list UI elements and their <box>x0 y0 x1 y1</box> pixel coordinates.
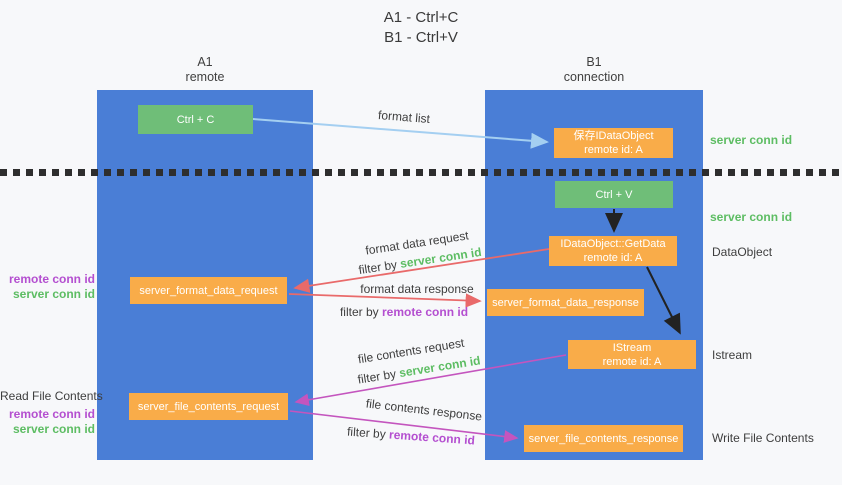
right-lane-title: B1 <box>586 55 602 69</box>
server-format-data-request-node: server_format_data_request <box>130 277 287 304</box>
istream-line1: IStream <box>612 341 652 354</box>
title-line-1: A1 - Ctrl+C <box>383 9 459 26</box>
file-contents-request-arrow <box>294 354 567 407</box>
left-lane-header: A1 remote <box>135 55 275 85</box>
server-conn-id-label-top-right: server conn id <box>710 133 793 147</box>
ctrl-c-node: Ctrl + C <box>138 105 253 134</box>
server-file-contents-response-label: server_file_contents_response <box>528 432 679 445</box>
server-format-data-request-label: server_format_data_request <box>139 284 278 297</box>
right-lane-header: B1 connection <box>524 55 664 85</box>
conn-id-stack-top-left: remote conn id server conn id <box>0 272 95 302</box>
session-divider-dotted-line <box>0 169 842 176</box>
ctrl-v-label: Ctrl + V <box>595 188 633 201</box>
server-conn-id-label-mid-right: server conn id <box>710 210 793 224</box>
server-format-data-response-label: server_format_data_response <box>492 296 639 309</box>
left-lane-title: A1 <box>197 55 213 69</box>
remote-conn-id-label-bottom-left: remote conn id <box>8 407 95 421</box>
server-file-contents-request-label: server_file_contents_request <box>137 400 280 413</box>
istream-side-label: Istream <box>712 348 753 362</box>
write-file-contents-label: Write File Contents <box>712 431 814 445</box>
diagram-title: A1 - Ctrl+C B1 - Ctrl+V <box>321 8 521 48</box>
istream-line2: remote id: A <box>602 355 662 368</box>
server-file-contents-response-node: server_file_contents_response <box>524 425 683 452</box>
format-list-arrow <box>252 118 549 149</box>
right-lane-subtitle: connection <box>563 70 625 84</box>
format-data-response-arrow <box>288 293 482 308</box>
file-contents-response-arrow <box>289 410 519 443</box>
read-file-contents-stack: Read File Contents remote conn id server… <box>0 389 103 437</box>
server-conn-id-label-top-left: server conn id <box>12 287 95 301</box>
server-conn-id-label-bottom-left: server conn id <box>12 422 95 436</box>
save-dataobject-line2: remote id: A <box>584 144 643 156</box>
ctrl-c-label: Ctrl + C <box>176 113 215 126</box>
filter-by-text: filter by <box>346 424 387 442</box>
format-data-request-arrow <box>293 248 550 293</box>
read-file-contents-label: Read File Contents <box>0 389 103 403</box>
title-line-2: B1 - Ctrl+V <box>384 29 458 46</box>
save-dataobject-line1: 保存IDataObject <box>573 130 654 142</box>
istream-node: IStream remote id: A <box>568 340 696 369</box>
server-format-data-response-node: server_format_data_response <box>487 289 644 316</box>
remote-conn-id-label-top-left: remote conn id <box>8 272 95 286</box>
getdata-line1: IDataObject::GetData <box>560 238 666 250</box>
dataobject-label: DataObject <box>712 245 773 259</box>
ctrl-v-node: Ctrl + V <box>555 181 673 208</box>
save-dataobject-node: 保存IDataObject remote id: A <box>554 128 673 158</box>
filter-by-text: filter by <box>339 305 379 319</box>
getdata-to-istream-arrow <box>646 266 681 335</box>
getdata-node: IDataObject::GetData remote id: A <box>549 236 677 266</box>
left-lane-subtitle: remote <box>185 70 225 84</box>
remote-conn-id-key: remote conn id <box>382 305 469 319</box>
format-data-response-filter-label: filter by remote conn id <box>340 305 468 319</box>
format-data-response-label: format data response <box>360 282 474 296</box>
getdata-line2: remote id: A <box>583 252 643 264</box>
server-file-contents-request-node: server_file_contents_request <box>129 393 288 420</box>
